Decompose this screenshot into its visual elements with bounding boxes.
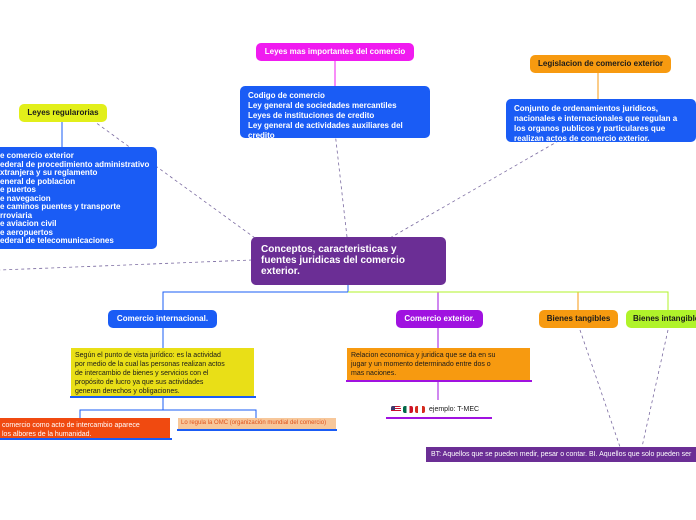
legislacion-line: nacionales e internacionales que regulan… — [514, 114, 678, 123]
ci-desc-line: por medio de la cual las personas realiz… — [75, 361, 225, 368]
central-line: fuentes juridicas del comercio — [261, 255, 405, 266]
comercio-internacional-title[interactable]: Comercio internacional. — [108, 310, 217, 328]
comercio-exterior-title[interactable]: Comercio exterior. — [396, 310, 483, 328]
leyes-item: Leyes de instituciones de credito — [248, 111, 375, 120]
regularorias-item: e aeropuertos — [0, 227, 53, 237]
ce-example-row[interactable]: ejemplo: T-MEC — [391, 403, 479, 415]
link-intangibles-definicion — [641, 329, 669, 448]
central-line: Conceptos, caracteristicas y — [261, 244, 397, 255]
ce-example-underline — [386, 417, 492, 419]
link-central-leyes-regularorias — [94, 121, 256, 239]
legislacion-body[interactable]: Conjunto de ordenamientos juridicos, nac… — [506, 99, 696, 143]
branch-comercio-internacional — [162, 285, 349, 310]
bienes-tangibles-title[interactable]: Bienes tangibles — [539, 310, 618, 328]
link-tangibles-definicion — [579, 329, 621, 448]
leyes-item: credito — [248, 131, 275, 140]
link-ci-subs — [79, 398, 257, 418]
ci-desc-line: de intercambio de bienes y servicios con… — [75, 370, 209, 377]
regularorias-item: eneral de poblacion — [0, 176, 76, 186]
regularorias-item: e puertos — [0, 185, 37, 194]
regularorias-item: e caminos puentes y transporte — [0, 202, 121, 211]
branch-bienes-tangibles — [348, 291, 579, 310]
ci-sub1-underline — [0, 438, 172, 440]
ce-example-text: ejemplo: T-MEC — [429, 405, 480, 413]
comercio-internacional-sub1[interactable]: comercio como acto de intercambio aparec… — [0, 418, 170, 438]
ce-desc-underline — [346, 380, 532, 382]
link-central-left-edge — [0, 259, 253, 271]
comercio-exterior-description[interactable]: Relacion economica y juridica que se da … — [347, 348, 530, 380]
ce-desc-line: Relacion economica y juridica que se da … — [351, 352, 496, 359]
legislacion-line: Conjunto de ordenamientos juridicos, — [514, 104, 659, 113]
canada-flag-icon — [415, 405, 425, 413]
mexico-flag-icon — [403, 405, 413, 413]
regularorias-item: e navegacion — [0, 193, 51, 203]
ce-desc-line: jugar y un momento determinado entre dos… — [351, 361, 491, 368]
comercio-internacional-sub2[interactable]: Lo regula la OMC (organización mundial d… — [178, 418, 336, 429]
regularorias-item: rroviaria — [0, 210, 33, 220]
bienes-definicion[interactable]: BT: Aquellos que se pueden medir, pesar … — [426, 447, 696, 462]
legislacion-line: los organos publicos y particulares que — [514, 124, 666, 133]
regularorias-item: e aviacion civil — [0, 219, 57, 228]
ci-desc-line: propósito de lucro ya que sus actividade… — [75, 379, 204, 386]
bienes-intangibles-title[interactable]: Bienes intangibles — [626, 310, 696, 328]
ci-desc-line: Según el punto de vista jurídico: es la … — [75, 352, 221, 359]
regularorias-item: xtranjera y su reglamento — [0, 168, 98, 177]
legislacion-title[interactable]: Legislacion de comercio exterior — [530, 55, 671, 73]
central-topic[interactable]: Conceptos, caracteristicas y fuentes jur… — [251, 237, 446, 285]
branch-bienes-intangibles — [348, 291, 669, 310]
ci-desc-line: generan derechos y obligaciones. — [75, 388, 180, 395]
branch-comercio-exterior — [348, 291, 439, 310]
ci-sub2-underline — [177, 429, 337, 431]
legislacion-line: realizan actos de comercio exterior. — [514, 134, 650, 143]
us-flag-icon — [391, 405, 401, 413]
ci-sub1-line: los albores de la humanidad. — [2, 431, 92, 438]
leyes-item: Codigo de comercio — [248, 91, 325, 100]
comercio-internacional-description[interactable]: Según el punto de vista jurídico: es la … — [71, 348, 254, 396]
regularorias-item: ederal de procedimiento administrativo — [0, 159, 150, 169]
ci-sub1-line: comercio como acto de intercambio aparec… — [2, 422, 140, 429]
regularorias-item: ederal de telecomunicaciones — [0, 236, 114, 245]
leyes-importantes-body[interactable]: Codigo de comercio Ley general de socied… — [240, 86, 430, 140]
central-line: exterior. — [261, 266, 300, 277]
ce-desc-line: mas naciones. — [351, 370, 397, 377]
leyes-item: Ley general de sociedades mercantiles — [248, 101, 397, 110]
link-central-leyes-importantes — [334, 131, 348, 238]
leyes-regularorias-body[interactable]: e comercio exterior ederal de procedimie… — [0, 147, 157, 249]
regularorias-item: e comercio exterior — [0, 151, 74, 160]
leyes-regularorias-title[interactable]: Leyes regularorias — [19, 104, 107, 122]
ci-desc-underline — [70, 396, 256, 398]
leyes-importantes-title[interactable]: Leyes mas importantes del comercio — [256, 43, 414, 61]
link-central-legislacion — [389, 139, 561, 239]
leyes-item: Ley general de actividades auxiliares de… — [248, 121, 403, 130]
